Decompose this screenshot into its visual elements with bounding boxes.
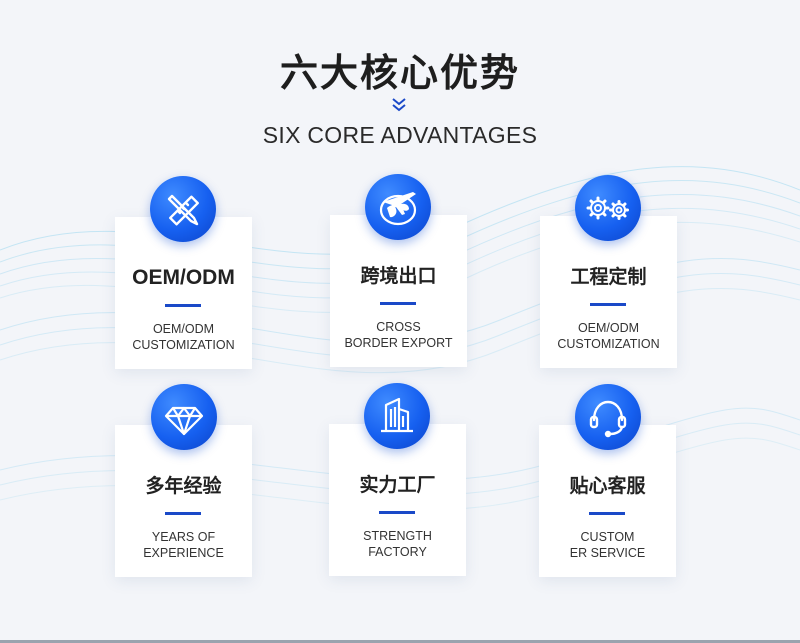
card-title: OEM/ODM xyxy=(132,266,235,289)
airplane-globe-icon xyxy=(365,174,431,240)
card-divider xyxy=(380,302,416,305)
pencil-ruler-icon xyxy=(150,176,216,242)
card-title: 实力工厂 xyxy=(359,474,436,496)
card-title: 贴心客服 xyxy=(569,475,646,497)
card-divider xyxy=(589,512,625,515)
page-subtitle: SIX CORE ADVANTAGES xyxy=(262,122,538,148)
headset-icon xyxy=(575,384,641,450)
card-title: 多年经验 xyxy=(145,475,222,497)
building-icon xyxy=(364,383,430,449)
page-title: 六大核心优势 xyxy=(279,51,520,95)
bottom-border xyxy=(0,640,800,643)
card-divider xyxy=(165,512,201,515)
diamond-icon xyxy=(151,384,217,450)
double-chevron-down-icon xyxy=(392,98,406,112)
gears-icon xyxy=(575,175,641,241)
card-title: 跨境出口 xyxy=(360,265,437,287)
card-divider xyxy=(590,303,626,306)
card-divider xyxy=(165,304,201,307)
card-divider xyxy=(379,511,415,514)
card-title: 工程定制 xyxy=(570,266,647,288)
